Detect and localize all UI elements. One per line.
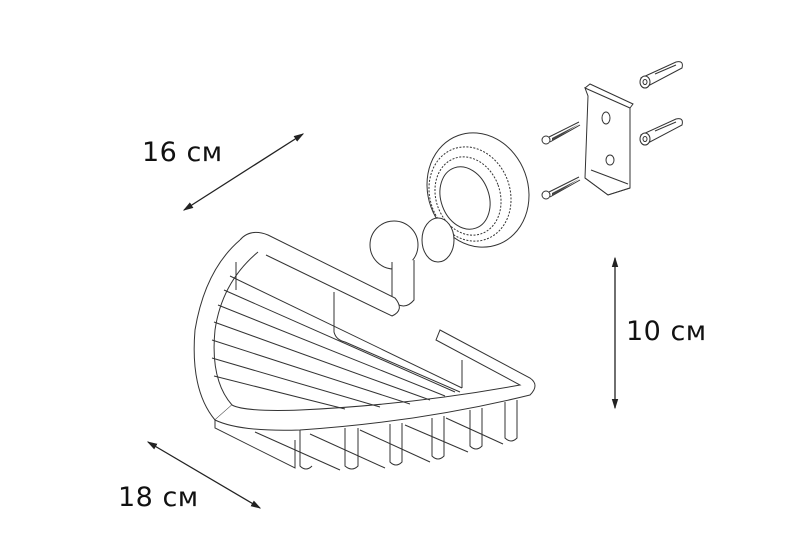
- wall-plug-bottom: [639, 118, 683, 146]
- screw-bottom: [541, 176, 581, 200]
- wire-basket: [193, 231, 536, 471]
- screw-top: [541, 121, 581, 145]
- height-dimension-label: 10 см: [626, 316, 707, 347]
- mounting-bracket: [584, 83, 634, 196]
- wall-plug-top: [639, 61, 683, 89]
- depth-dimension-arrow: [182, 133, 305, 211]
- wall-flange: [426, 132, 530, 248]
- ball-connector: [369, 217, 455, 307]
- depth-dimension-label: 16 см: [142, 137, 223, 168]
- width-dimension-arrow: [146, 441, 262, 509]
- width-dimension-label: 18 см: [118, 482, 199, 513]
